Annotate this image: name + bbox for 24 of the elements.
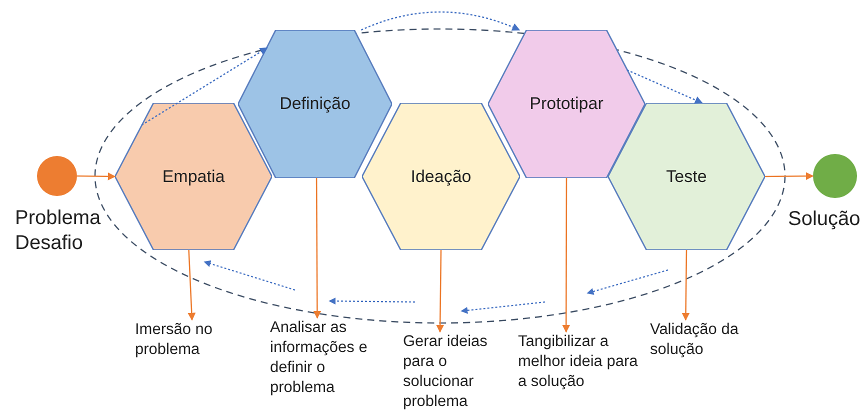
step-description: Gerar ideias para o solucionar problema (403, 332, 503, 413)
start-circle (37, 156, 77, 196)
dashed-arrow (360, 11, 520, 31)
arrow (188, 250, 196, 321)
step-description: Analisar as informações e definir o problema (270, 318, 375, 399)
end-circle (813, 154, 857, 198)
node-caption: Problema Desafio (15, 206, 102, 256)
arrow (436, 250, 444, 333)
arrow (682, 250, 690, 321)
node-caption: Solução (788, 207, 862, 232)
dashed-arrow (626, 69, 703, 104)
step-label: Prototipar (530, 94, 604, 114)
step-label: Empatia (162, 166, 225, 186)
dashed-arrow (141, 47, 268, 126)
step-description: Validação da solução (650, 320, 765, 360)
step-label: Ideação (410, 166, 472, 186)
arrow (765, 172, 814, 180)
arrow (313, 178, 322, 319)
step-description: Tangibilizar a melhor ideia para a solução (518, 332, 648, 392)
arrow (77, 172, 116, 180)
step-label: Teste (666, 166, 707, 186)
step-description: Imersão no problema (135, 320, 235, 360)
step-label: Definição (280, 94, 350, 114)
arrow (562, 178, 570, 333)
